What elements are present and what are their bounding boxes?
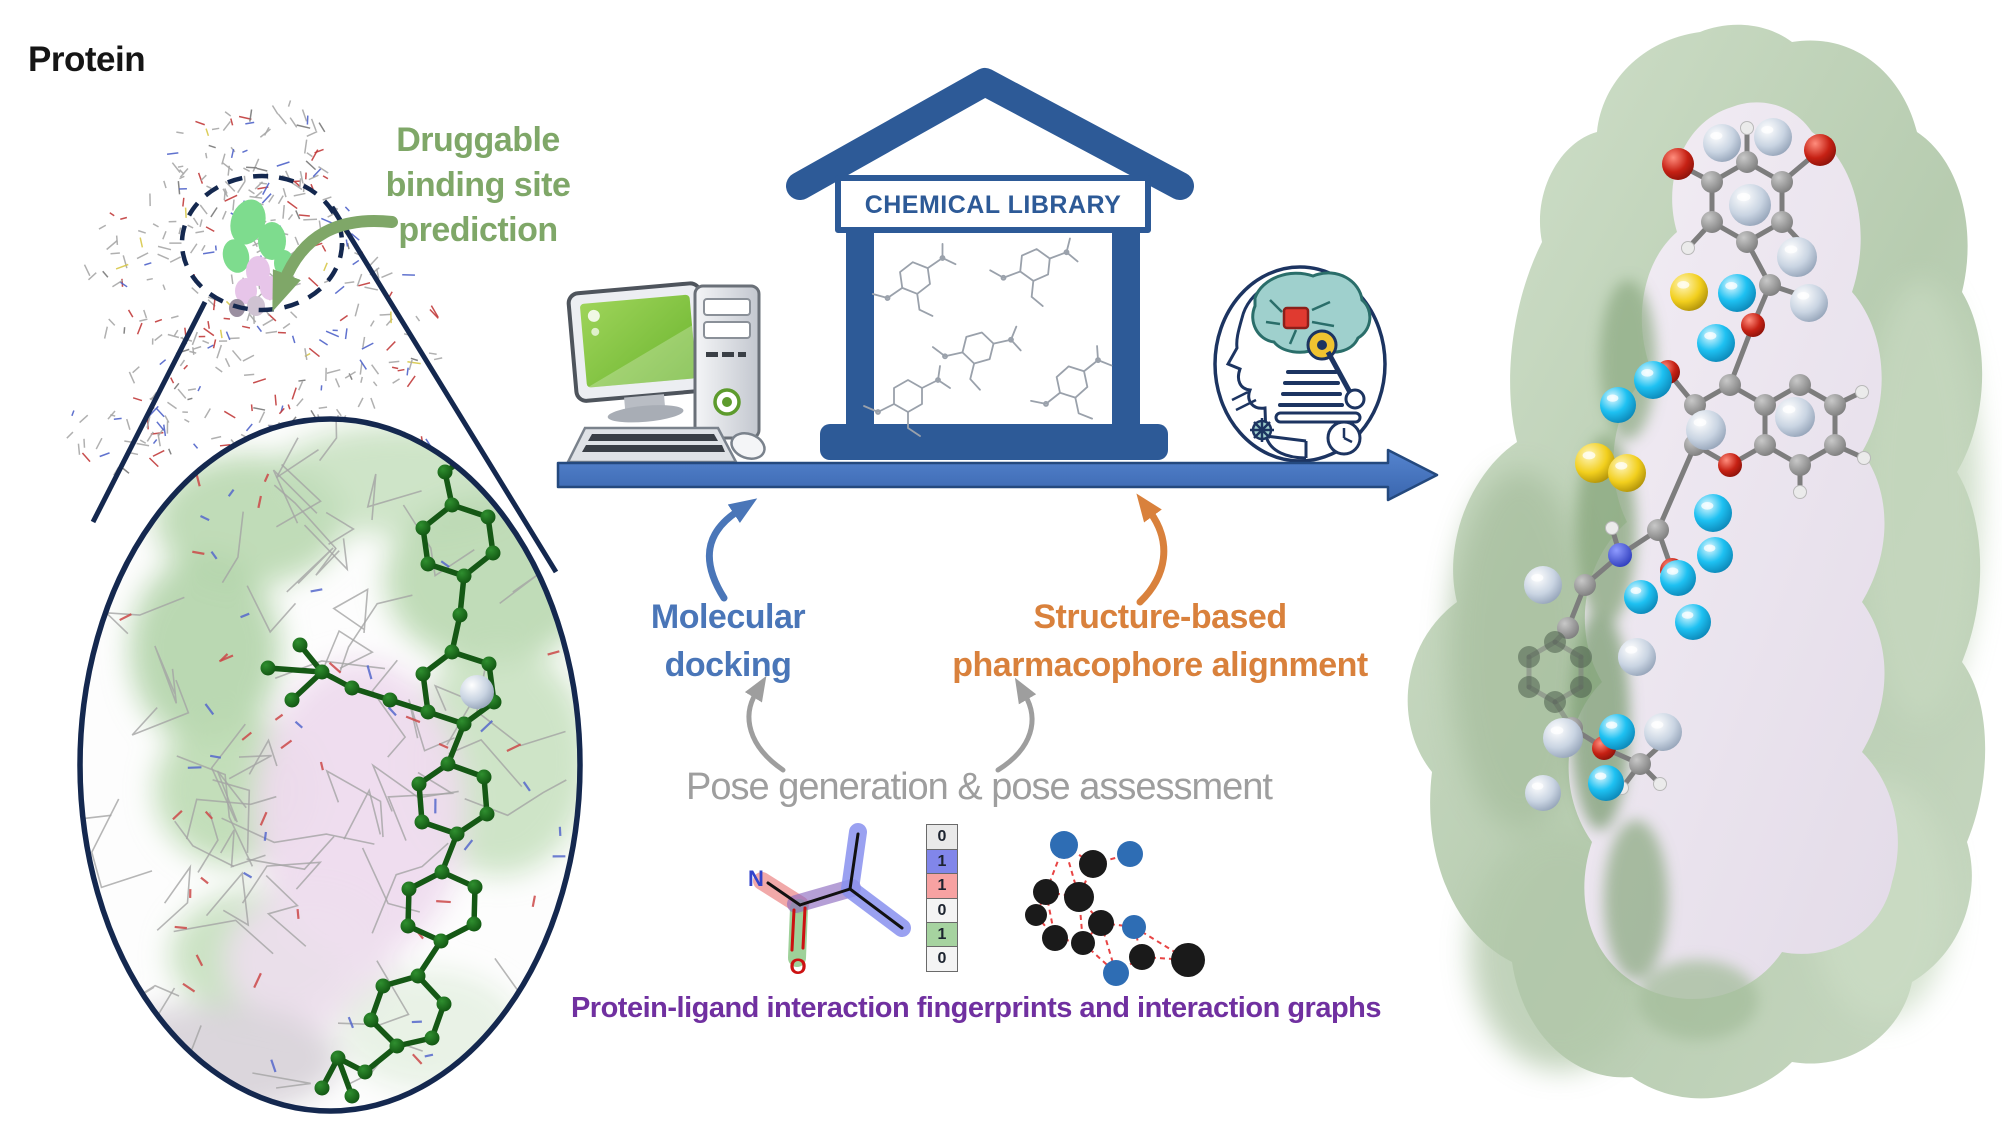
interaction-graph xyxy=(1025,831,1205,986)
magnifier-line-left xyxy=(90,300,208,524)
fingerprint-column: 0 1 1 0 1 0 xyxy=(926,824,958,973)
protein-label: Protein xyxy=(28,40,146,79)
fingerprint-cell: 1 xyxy=(926,848,958,875)
fingerprint-cell: 1 xyxy=(926,922,958,949)
interaction-fingerprints-caption: Protein-ligand interaction fingerprints … xyxy=(570,992,1382,1024)
molecular-docking-arrow xyxy=(705,498,758,602)
workflow-arrow xyxy=(556,448,1439,502)
molecule-o-atom-label: O xyxy=(789,954,806,979)
druggable-arrow xyxy=(272,215,398,312)
chemical-library-label: CHEMICAL LIBRARY xyxy=(864,190,1122,219)
fingerprint-cell: 0 xyxy=(926,946,958,973)
pose-generation-label: Pose generation & pose assessment xyxy=(686,766,1273,808)
binding-site-dashed-circle xyxy=(179,173,345,313)
pose-arrow-right xyxy=(995,677,1037,773)
druggable-binding-site-label: Druggable binding site prediction xyxy=(385,121,571,249)
pharmacophore-arrow xyxy=(1136,493,1168,606)
mouse-icon xyxy=(730,432,766,460)
pharmacophore-complex xyxy=(1407,24,1986,1099)
pharmacophore-alignment-label: Structure-based pharmacophore alignment xyxy=(952,598,1368,684)
fingerprint-cell: 0 xyxy=(926,824,958,851)
chemical-library-icon xyxy=(786,68,1194,460)
magnifier-line-right xyxy=(329,205,559,574)
ai-brain-icon xyxy=(1213,265,1387,463)
molecule-2d: N O xyxy=(748,823,911,979)
computer-icon xyxy=(565,281,766,464)
molecule-n-atom-label: N xyxy=(748,866,764,891)
fingerprint-cell: 0 xyxy=(926,897,958,924)
pose-arrow-left xyxy=(744,675,786,773)
binding-site-blobs xyxy=(222,199,294,317)
binding-site-closeup xyxy=(77,416,583,1114)
molecular-docking-label: Molecular docking xyxy=(650,598,806,684)
fingerprint-cell: 1 xyxy=(926,873,958,900)
